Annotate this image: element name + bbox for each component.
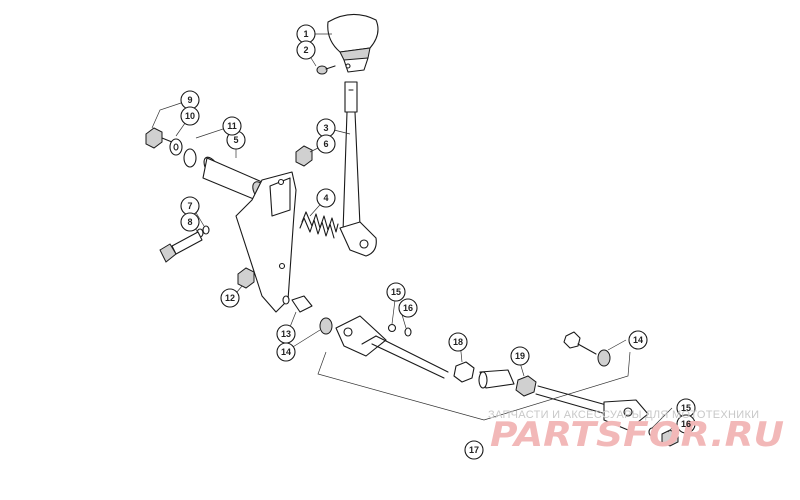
ball-stud bbox=[282, 295, 313, 313]
watermark-logo: PARTSFOR.RU bbox=[490, 415, 784, 455]
label-14-left: 14 bbox=[281, 347, 291, 357]
label-17: 17 bbox=[469, 445, 479, 455]
o-ring bbox=[183, 148, 197, 168]
watermark: ЗАПЧАСТИ И АКСЕССУАРЫ ДЛЯ МОТОТЕХНИКИ PA… bbox=[488, 409, 784, 455]
label-18: 18 bbox=[453, 337, 463, 347]
label-texts: 1 2 3 4 5 6 7 8 9 10 11 12 13 14 14 15 1… bbox=[185, 29, 691, 455]
label-12: 12 bbox=[225, 293, 235, 303]
label-6: 6 bbox=[323, 139, 328, 149]
label-16-upper: 16 bbox=[403, 303, 413, 313]
coupler-sleeve bbox=[478, 369, 515, 389]
shift-knob bbox=[327, 13, 379, 73]
knob-screw bbox=[316, 65, 336, 75]
leader-lines bbox=[151, 33, 677, 433]
label-14-right: 14 bbox=[633, 335, 643, 345]
label-circles bbox=[180, 24, 696, 460]
label-3: 3 bbox=[323, 123, 328, 133]
clevis-left bbox=[335, 315, 449, 379]
clip-upper bbox=[387, 323, 412, 337]
watermark-subtitle: ЗАПЧАСТИ И АКСЕССУАРЫ ДЛЯ МОТОТЕХНИКИ bbox=[488, 409, 759, 421]
label-16-lower: 16 bbox=[681, 419, 691, 429]
nut-top bbox=[295, 145, 313, 167]
label-7: 7 bbox=[187, 201, 192, 211]
bolt-9 bbox=[145, 127, 173, 149]
bolt-right bbox=[563, 331, 611, 367]
label-2: 2 bbox=[303, 45, 308, 55]
label-9: 9 bbox=[187, 95, 192, 105]
label-10: 10 bbox=[185, 111, 195, 121]
label-11: 11 bbox=[227, 121, 237, 131]
label-13: 13 bbox=[281, 329, 291, 339]
label-15-lower: 15 bbox=[681, 403, 691, 413]
nut-19 bbox=[515, 375, 537, 397]
pivot-bolt bbox=[159, 231, 203, 263]
nut-18 bbox=[453, 361, 475, 383]
washer-10 bbox=[169, 138, 183, 156]
label-5: 5 bbox=[233, 135, 238, 145]
washer-14-left bbox=[319, 317, 333, 335]
label-8: 8 bbox=[187, 217, 192, 227]
clevis-right bbox=[535, 385, 649, 431]
label-1: 1 bbox=[303, 29, 308, 39]
shift-lever bbox=[339, 81, 377, 257]
nut-12 bbox=[237, 267, 255, 289]
label-4: 4 bbox=[323, 193, 328, 203]
spring bbox=[299, 211, 339, 239]
lever-bracket bbox=[235, 171, 297, 313]
label-19: 19 bbox=[515, 351, 525, 361]
label-15-upper: 15 bbox=[391, 287, 401, 297]
